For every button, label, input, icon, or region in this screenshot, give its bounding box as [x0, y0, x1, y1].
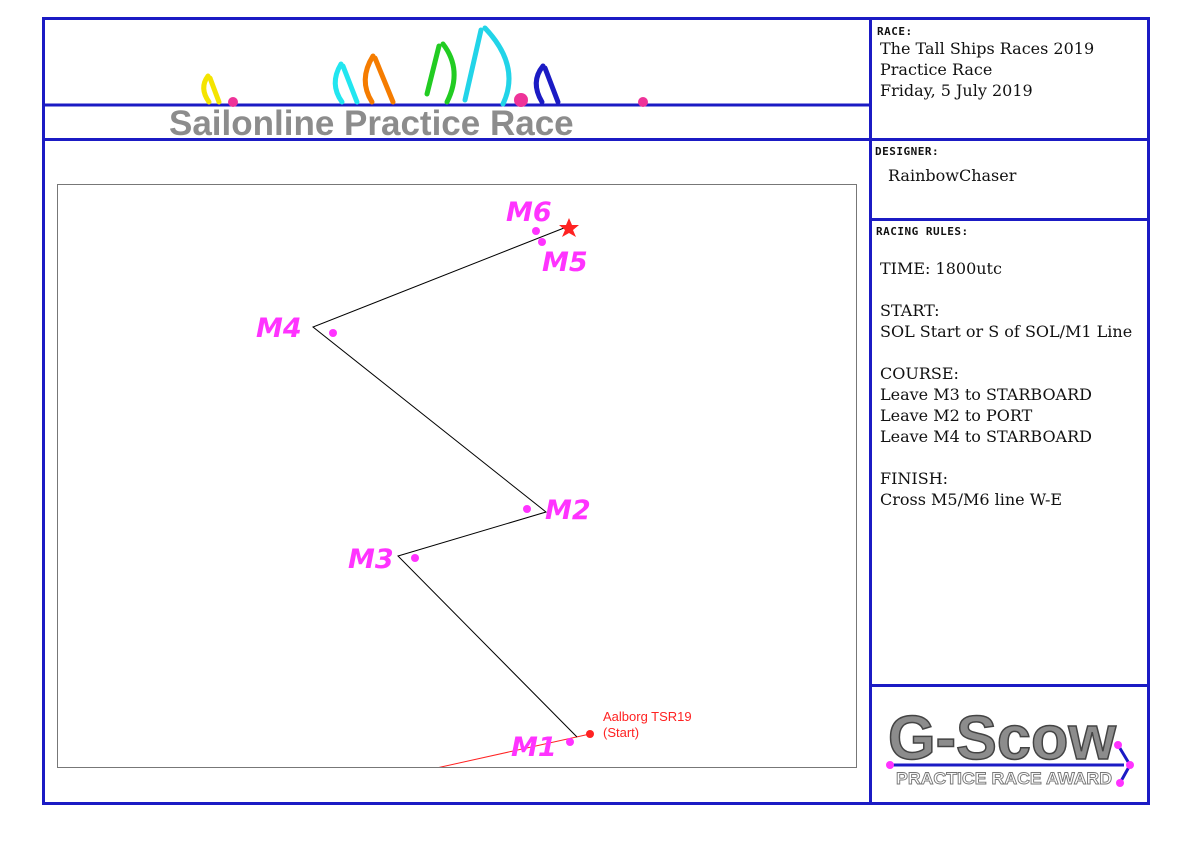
start-point — [586, 730, 594, 738]
race-heading: RACE: — [877, 25, 913, 38]
m6-point — [532, 227, 540, 235]
main-frame — [42, 17, 1150, 805]
rules-time: TIME: 1800utc — [880, 259, 1002, 278]
designer-heading: DESIGNER: — [875, 145, 940, 158]
racing-rules: TIME: 1800utc START: SOL Start or S of S… — [880, 258, 1132, 510]
designer-rules-divider — [869, 218, 1150, 221]
sails-logo — [201, 25, 561, 107]
m3-label: M3 — [348, 544, 394, 575]
rules-course-line-1: Leave M3 to STARBOARD — [880, 385, 1092, 404]
m5-label: M5 — [542, 247, 588, 278]
race-name: The Tall Ships Races 2019 — [880, 39, 1095, 58]
finish-star-icon — [559, 218, 579, 237]
m1-label: M1 — [511, 732, 557, 763]
m2-label: M2 — [545, 495, 591, 526]
rules-start-heading: START: — [880, 301, 940, 320]
m6-label: M6 — [506, 197, 552, 228]
course-map: Aalborg TSR19 (Start) M1 M2 M3 M4 M5 M6 — [57, 184, 857, 768]
header-title: Sailonline Practice Race — [169, 104, 574, 138]
rules-heading: RACING RULES: — [876, 225, 969, 238]
m5-point — [538, 238, 546, 246]
award-subtitle: PRACTICE RACE AWARD — [896, 769, 1112, 788]
course-route — [312, 227, 578, 738]
rules-course-line-3: Leave M4 to STARBOARD — [880, 427, 1092, 446]
start-label-line1: Aalborg TSR19 — [603, 709, 692, 724]
rules-course-line-2: Leave M2 to PORT — [880, 406, 1033, 425]
rules-course-heading: COURSE: — [880, 364, 959, 383]
designer-name: RainbowChaser — [888, 166, 1017, 185]
m4-point — [329, 329, 337, 337]
rules-start-text: SOL Start or S of SOL/M1 Line — [880, 322, 1133, 341]
rules-finish-heading: FINISH: — [880, 469, 949, 488]
race-info: The Tall Ships Races 2019 Practice Race … — [880, 38, 1094, 101]
sidebar-divider — [869, 17, 872, 805]
race-designer-divider — [869, 138, 1150, 141]
header-divider — [42, 138, 872, 141]
rules-award-divider — [869, 684, 1150, 687]
start-line — [438, 733, 591, 767]
rules-finish-text: Cross M5/M6 line W-E — [880, 490, 1063, 509]
race-type: Practice Race — [880, 60, 993, 79]
award-logo: G-Scow PRACTICE RACE AWARD — [886, 703, 1134, 788]
start-label-line2: (Start) — [603, 725, 639, 740]
header-banner: Sailonline Practice Race — [45, 25, 869, 138]
m4-label: M4 — [256, 313, 302, 344]
m3-point — [411, 554, 419, 562]
course-map-canvas: Aalborg TSR19 (Start) M1 M2 M3 M4 M5 M6 — [256, 197, 692, 767]
race-date: Friday, 5 July 2019 — [880, 81, 1033, 100]
m1-point — [566, 738, 574, 746]
m2-point — [523, 505, 531, 513]
award-title: G-Scow — [888, 704, 1117, 773]
mark-points — [329, 227, 574, 746]
